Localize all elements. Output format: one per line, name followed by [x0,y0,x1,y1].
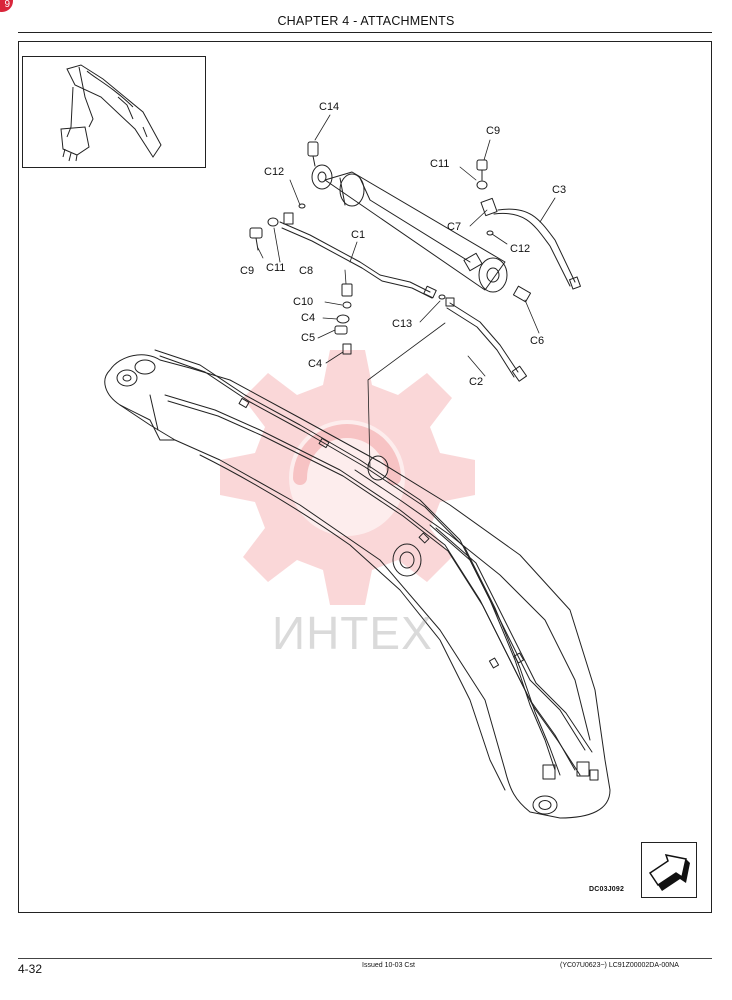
c1-hose [279,212,437,299]
callout-c2: C2 [469,376,484,388]
callout-c13: C13 [392,318,413,330]
callout-c11-left: C11 [266,262,286,274]
boom-cylinder [307,141,508,293]
figure-frame [18,41,712,913]
document-reference: (YC07U0623~) LC91Z00002DA-00NA [560,962,679,969]
callout-c9-top: C9 [486,125,501,137]
c2-hose [445,297,528,382]
callout-leaders [257,114,556,469]
watermark-text: ИНТЕХ [272,607,433,659]
callout-c4-top: C4 [301,312,316,324]
page-badge: 9 [0,0,13,12]
watermark-gear-inner [289,420,405,536]
hydraulic-tubes [154,349,599,781]
arrow-icon [648,854,690,891]
callout-c7: C7 [447,221,462,233]
chapter-title: CHAPTER 4 - ATTACHMENTS [277,14,455,28]
callout-c5: C5 [301,332,316,344]
callout-c1: C1 [351,229,366,241]
callout-c8: C8 [299,265,314,277]
callout-c3: C3 [552,184,567,196]
next-page-button[interactable] [641,842,697,898]
page-number: 4-32 [18,962,43,976]
callout-c14: C14 [319,101,340,113]
figure-id: DC03J092 [589,886,625,893]
footer-rule [18,958,712,959]
c3-hose [493,208,581,290]
inset-thumbnail-frame [22,56,206,168]
callout-c4-bottom: C4 [308,358,323,370]
callout-c11-top: C11 [430,158,450,170]
excavator-thumbnail [60,64,162,162]
issued-date: Issued 10-03 Cst [362,962,415,969]
callout-c10: C10 [293,296,314,308]
callout-c12-right: C12 [510,243,531,255]
callout-c6: C6 [530,335,545,347]
callout-c12-left: C12 [264,166,285,178]
callout-c9-left: C9 [240,265,255,277]
header-rule [18,32,712,33]
watermark-gear-ring [293,424,401,485]
